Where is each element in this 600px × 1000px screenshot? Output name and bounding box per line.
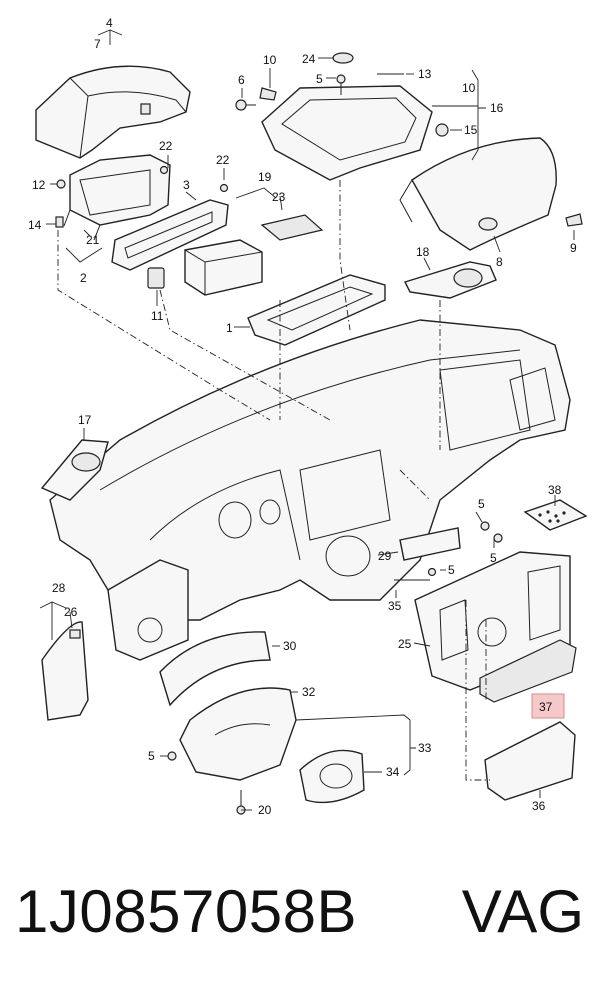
callout-label: 10 [462,81,476,95]
part-number-text: 1J0857058B [15,878,357,945]
callout-label: 1 [226,321,233,335]
callout-label: 37 [539,700,553,714]
callout-label: 20 [258,803,272,817]
callout-label: 5 [478,497,485,511]
callout-label: 9 [570,241,577,255]
left-grille-part-17 [40,439,109,501]
vent-grille-part-18 [404,261,497,299]
callout-label: 25 [398,637,412,651]
callout-label: 15 [464,123,478,137]
dashboard-body-part [49,319,571,621]
callout-label: 3 [183,178,190,192]
callout-label: 14 [28,218,42,232]
callout-label: 5 [448,563,455,577]
storage-tray-part [184,239,263,296]
callout-label: 13 [418,67,432,81]
callout-label: 10 [263,53,277,67]
callout-label: 36 [532,799,546,813]
clip-part-11 [147,267,165,289]
vent-trim-part [111,199,229,271]
tray-part-36 [479,639,577,801]
callout-label: 35 [388,599,402,613]
callout-label: 38 [548,483,562,497]
callout-label: 33 [418,741,432,755]
callout-label: 12 [32,178,46,192]
corner-trim-part-28 [41,621,89,721]
instrument-hood-part [35,65,191,159]
callout-label: 8 [496,255,503,269]
construction-lines [57,180,490,781]
callout-label: 32 [302,685,316,699]
footer: 1J0857058B VAG [0,872,600,972]
callout-label: 4 [106,16,113,30]
callout-label: 18 [416,245,430,259]
callout-label: 16 [490,101,504,115]
callout-label: 17 [78,413,92,427]
callout-label: 19 [258,170,272,184]
callout-label: 11 [151,309,164,323]
callout-label: 7 [94,37,101,51]
hardware-parts [55,52,583,815]
mat-part-23 [260,214,324,241]
callout-label: 22 [159,139,173,153]
callout-label: 5 [316,72,323,86]
callout-label: 29 [378,549,392,563]
highlight-box-37 [531,693,565,719]
callout-labels: 4 7 6 10 24 5 13 10 16 15 22 12 3 14 21 … [28,16,577,817]
callout-label: 24 [302,52,316,66]
glovebox-lid-part [399,137,557,251]
callout-label: 2 [80,271,87,285]
callout-label: 28 [52,581,66,595]
cluster-bracket-part [63,154,171,241]
side-grille-part-38 [523,499,588,531]
left-dash-column [107,559,189,661]
callout-label: 26 [64,605,78,619]
callout-label: 30 [283,639,297,653]
callout-label: 22 [216,153,230,167]
callout-label: 34 [386,765,400,779]
brand-text: VAG [461,878,584,945]
callout-label: 5 [490,551,497,565]
steering-shroud-parts [159,631,365,804]
glovebox-frame-part [261,85,433,181]
callout-label: 21 [86,233,100,247]
callout-label: 5 [148,749,155,763]
callout-label: 6 [238,73,245,87]
center-storage-part [247,274,386,346]
leader-lines [39,29,575,811]
switch-panel-part-29 [399,527,461,561]
callout-label: 23 [272,190,286,204]
